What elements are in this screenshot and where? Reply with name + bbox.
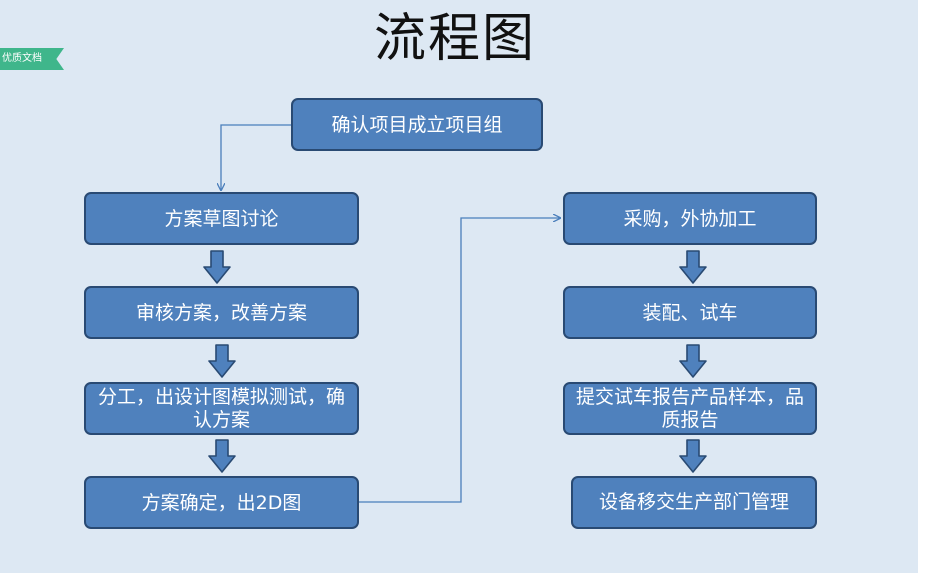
connector-start-to-draft xyxy=(221,124,292,190)
flow-step-finalize-2d[interactable]: 方案确定，出2D图 xyxy=(84,476,359,529)
connector-finalize-to-procure xyxy=(358,218,560,503)
doc-quality-badge[interactable]: 优质文档 xyxy=(0,48,64,70)
flow-step-submit-report[interactable]: 提交试车报告产品样本，品质报告 xyxy=(563,382,817,435)
flow-step-draft-discussion[interactable]: 方案草图讨论 xyxy=(84,192,359,245)
down-arrow-icon xyxy=(208,344,236,378)
flow-step-confirm-project[interactable]: 确认项目成立项目组 xyxy=(291,98,543,151)
flow-step-design-test[interactable]: 分工，出设计图模拟测试，确认方案 xyxy=(84,382,359,435)
down-arrow-icon xyxy=(679,344,707,378)
flow-step-review-scheme[interactable]: 审核方案，改善方案 xyxy=(84,286,359,339)
down-arrow-icon xyxy=(679,439,707,473)
flow-step-assembly-test[interactable]: 装配、试车 xyxy=(563,286,817,339)
down-arrow-icon xyxy=(208,439,236,473)
down-arrow-icon xyxy=(679,250,707,284)
flow-step-procurement[interactable]: 采购，外协加工 xyxy=(563,192,817,245)
flow-step-handover-production[interactable]: 设备移交生产部门管理 xyxy=(571,476,817,529)
right-edge-strip xyxy=(918,0,928,573)
down-arrow-icon xyxy=(203,250,231,284)
page-title: 流程图 xyxy=(373,9,536,69)
